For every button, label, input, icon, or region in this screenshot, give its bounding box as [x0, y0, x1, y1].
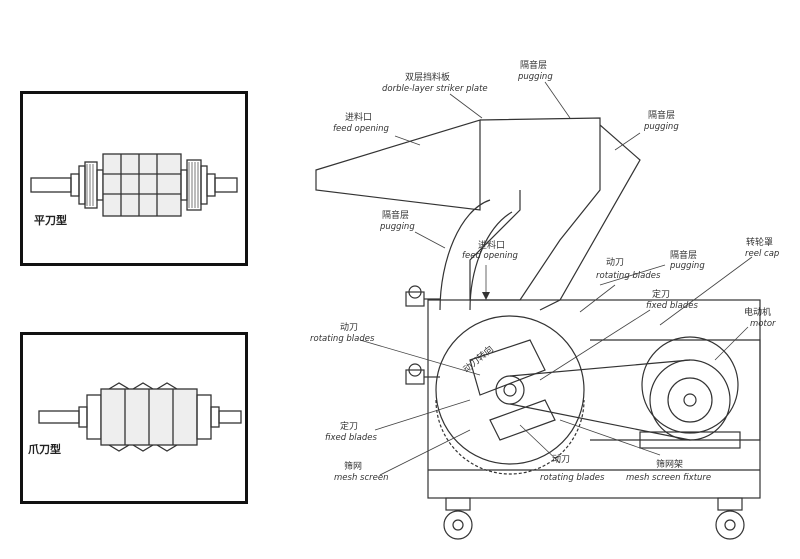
mesh-screen-label-en: mesh screen	[334, 473, 388, 483]
motor-label-zh: 电动机	[744, 306, 771, 318]
feed-opening-left-label-zh: 进料口	[345, 111, 372, 123]
rotating-blades-left-label-en: rotating blades	[310, 334, 375, 344]
rotating-blades-left-label-zh: 动刀	[340, 322, 358, 333]
reel-cap-label-zh: 转轮罩	[746, 236, 773, 248]
motor-label-en: motor	[750, 319, 776, 329]
rotor-housing	[435, 315, 585, 465]
upper-housing	[469, 117, 601, 301]
feed-arrow	[482, 292, 490, 300]
flat-blade-rotor-panel	[20, 91, 248, 266]
feed-opening-center-label-en: feed opening	[462, 251, 519, 261]
pugging-shell	[539, 124, 641, 311]
motor	[641, 336, 739, 434]
fixed-blades-left-label-zh: 定刀	[340, 420, 358, 432]
reel-cap-label-en: reel cap	[745, 249, 779, 259]
mesh-screen-arc	[435, 399, 585, 475]
claw-blade-rotor-drawing	[38, 382, 242, 452]
machine-frame	[427, 299, 761, 499]
fixed-blades-left-label-en: fixed blades	[325, 433, 377, 443]
fixed-blades-top-label-en: fixed blades	[646, 301, 698, 311]
pugging-top-label-en: pugging	[517, 72, 553, 82]
motor-pulley	[649, 359, 731, 441]
caster-right	[715, 510, 745, 540]
pugging-top-label-zh: 隔音层	[520, 59, 547, 71]
flat-blade-caption: 平刀型	[34, 214, 67, 227]
rotating-blades-bottom-label-zh: 动刀	[552, 454, 570, 465]
pugging-inner-label-en: pugging	[669, 261, 705, 271]
rotating-blade	[469, 339, 546, 396]
pugging-right-label-en: pugging	[643, 122, 679, 132]
flat-blade-rotor-drawing	[30, 153, 238, 217]
rotating-blades-top-label-en: rotating blades	[596, 271, 661, 281]
pugging-inner-label-zh: 隔音层	[670, 249, 697, 261]
rotor-direction-label: 动刀转向	[461, 343, 496, 375]
clamp-bottom	[405, 369, 425, 385]
feed-chute	[439, 199, 513, 311]
striker-plate-label-en: dorble-layer striker plate	[382, 84, 488, 94]
mesh-screen-fixture-label-en: mesh screen fixture	[626, 473, 711, 483]
rotating-blades-bottom-label-en: rotating blades	[540, 473, 605, 483]
striker-plate-label-zh: 双层挡料板	[405, 71, 450, 83]
fixed-blades-top-label-zh: 定刀	[652, 288, 670, 300]
feed-opening-center-label-zh: 进料口	[478, 239, 505, 251]
pugging-mid-label-zh: 隔音层	[382, 209, 409, 221]
pugging-right-label-zh: 隔音层	[648, 109, 675, 121]
feed-hopper	[315, 119, 481, 211]
rotating-blades-top-label-zh: 动刀	[606, 257, 624, 268]
pugging-mid-label-en: pugging	[379, 222, 415, 232]
mesh-screen-label-zh: 筛网	[344, 460, 362, 472]
claw-blade-caption: 爪刀型	[28, 443, 61, 456]
feed-opening-left-label-en: feed opening	[333, 124, 390, 134]
claw-blade-rotor-panel	[20, 332, 248, 504]
drive-belt	[509, 359, 691, 441]
reel-cap-guard	[590, 339, 761, 441]
mesh-screen-fixture-label-zh: 筛网架	[656, 458, 683, 470]
caster-left	[443, 510, 473, 540]
clamp-top	[405, 291, 425, 307]
